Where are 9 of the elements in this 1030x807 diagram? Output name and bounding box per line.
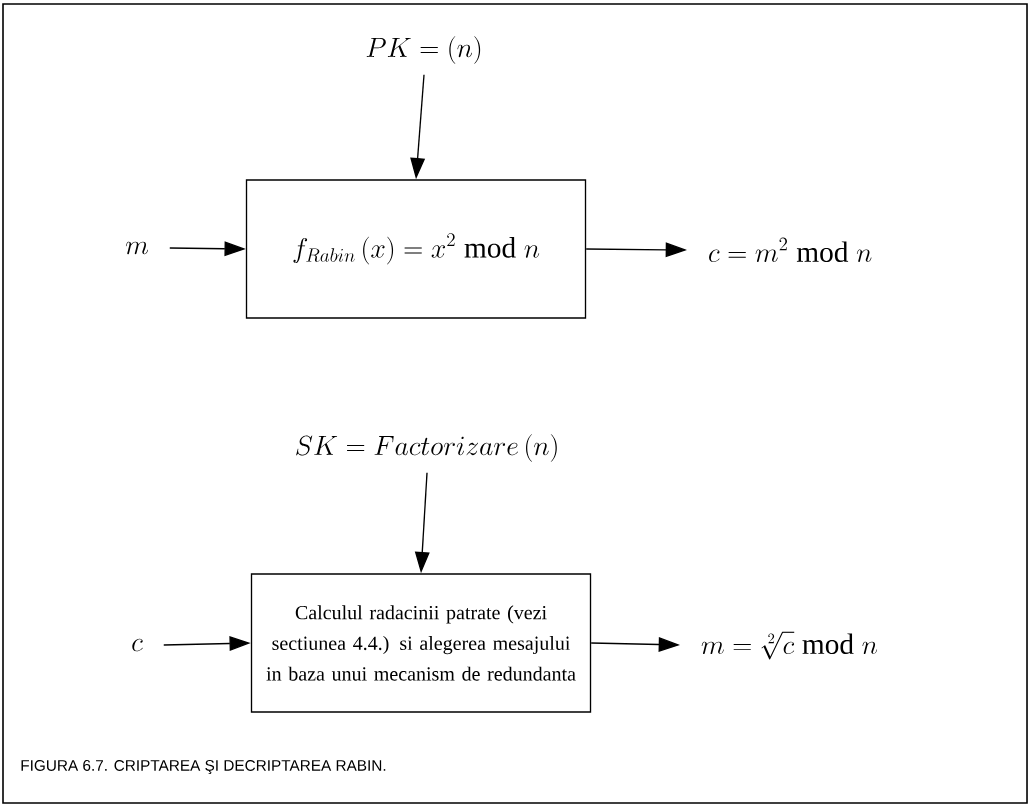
process-box: Calculul radacinii patrate (vezi sectiunea 4.4.) si alegerea mesajului in baza unui mecanism de redundanta (250, 573, 592, 713)
formula-label: $c=m^{2}\bmod n$ (709, 237, 872, 263)
formula-label: $m$ (125, 241, 148, 255)
formula-label: $m=\sqrt[2]{c}\bmod n$ (701, 631, 878, 660)
formula-label: $SK=Factorizare\left(n\right)$ (296, 434, 557, 462)
formula-label: $c$ (132, 638, 143, 652)
formula-label: $PK=\left(n\right)$ (366, 36, 481, 64)
figure-caption: FIGURA 6.7. CRIPTAREA ŞI DECRIPTAREA RABIN. (21, 760, 386, 774)
function-box: $f_{Rabin}\left(x\right)=x^{2}\bmod n$ (245, 179, 587, 319)
